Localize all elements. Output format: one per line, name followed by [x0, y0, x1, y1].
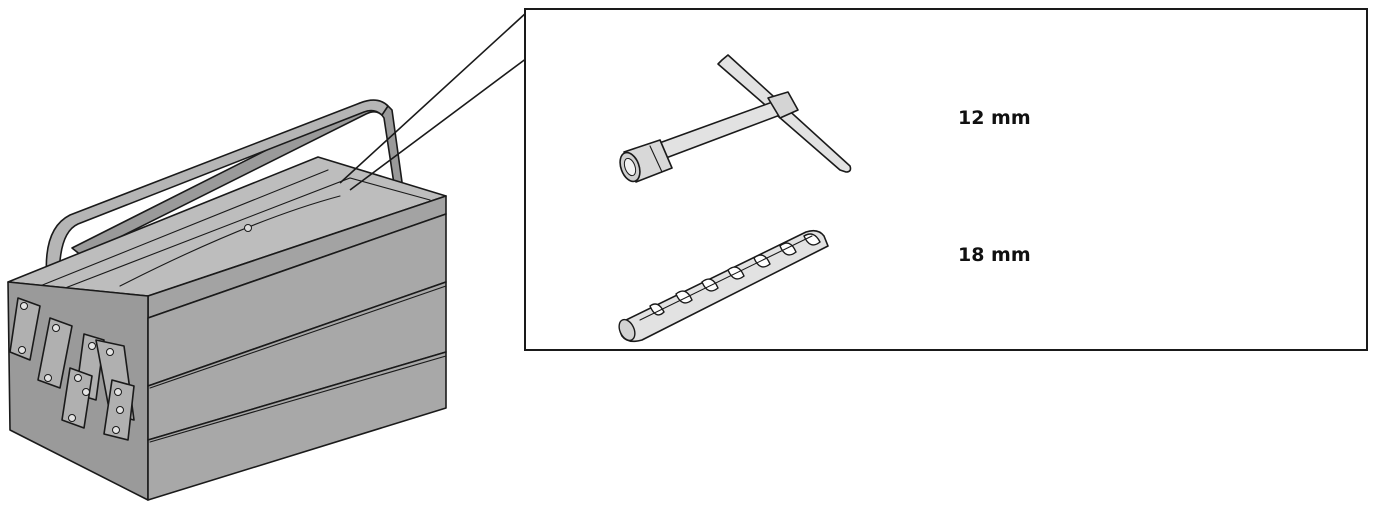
callout-box [524, 8, 1368, 351]
t-handle-wrench-icon [619, 54, 852, 183]
spiral-spanner-icon [618, 229, 829, 343]
callout-leader-lines [339, 11, 528, 191]
label-18mm: 18 mm [958, 244, 1031, 266]
label-12mm: 12 mm [958, 107, 1031, 129]
toolbox-illustration [7, 99, 447, 501]
